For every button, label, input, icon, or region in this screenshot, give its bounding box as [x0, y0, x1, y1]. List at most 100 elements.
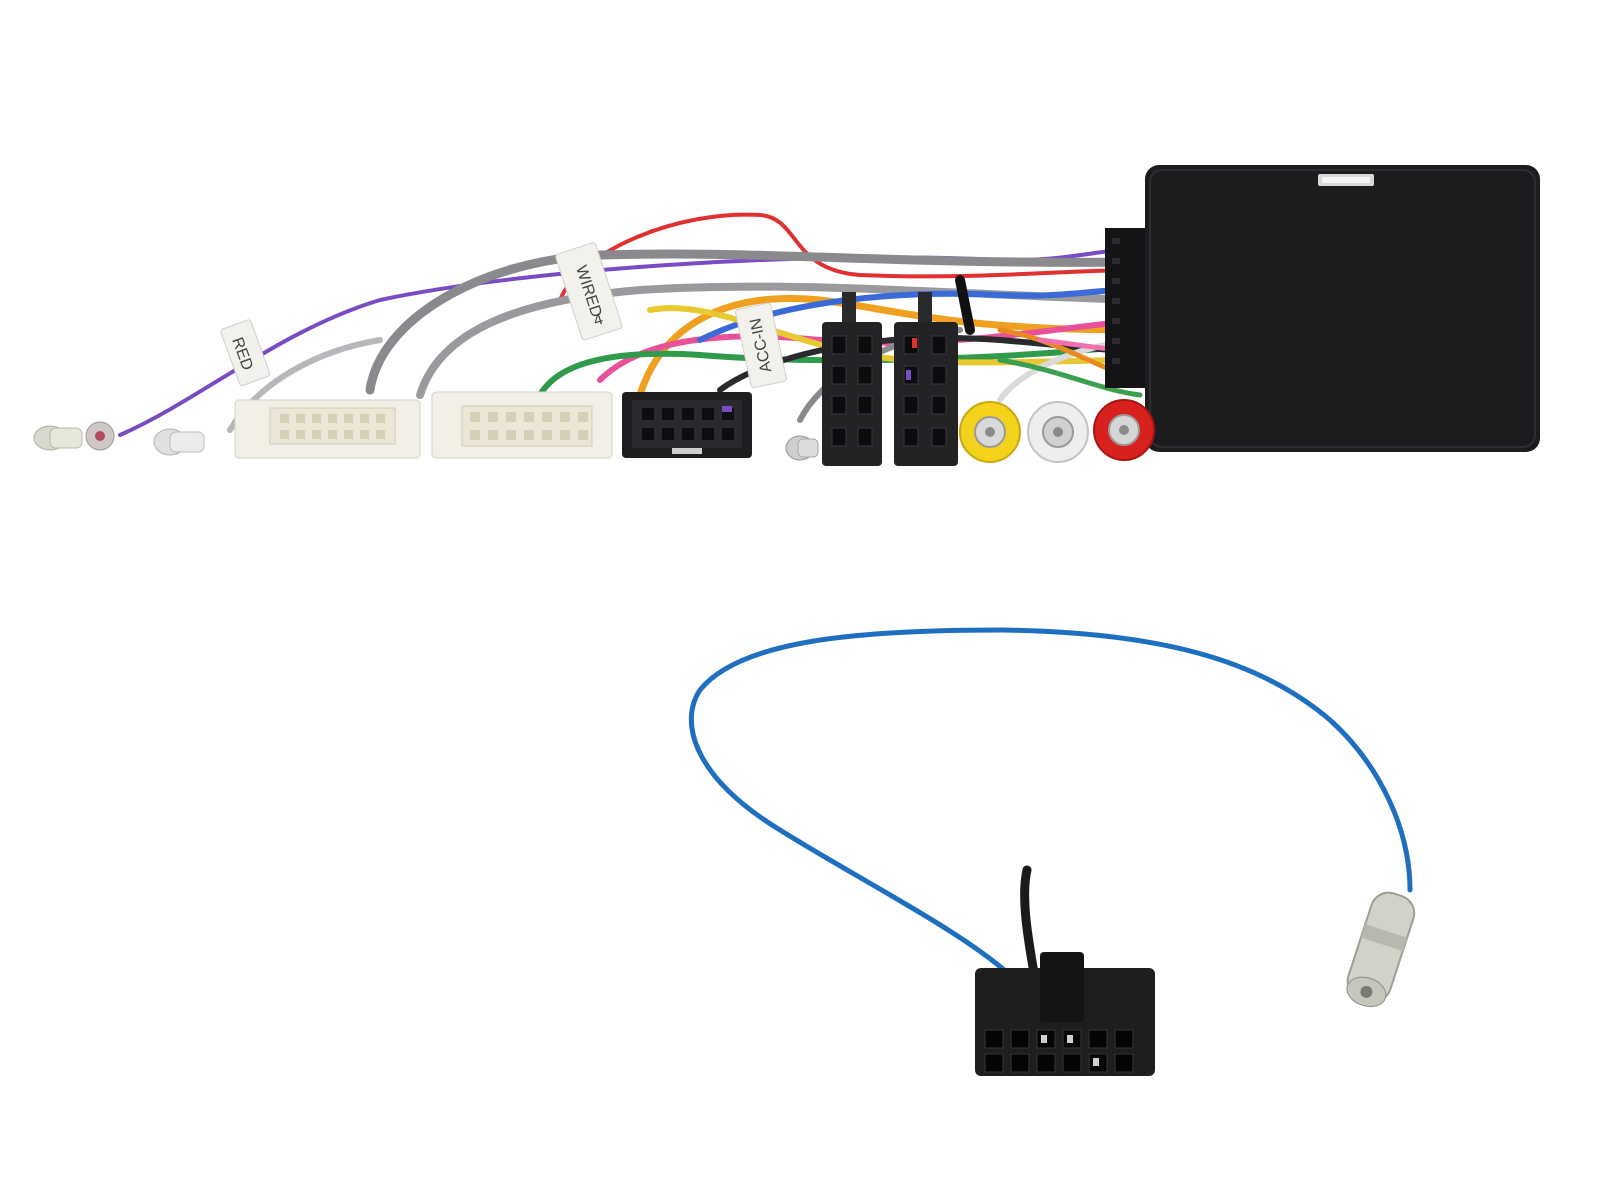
antenna-plug-icon	[785, 435, 819, 461]
connector-pin	[328, 414, 337, 423]
wire-tags: RED WIRED 4 ACC-IN	[220, 242, 787, 389]
iso-pin-red-wire	[912, 338, 917, 348]
multipin-connector-icon	[622, 392, 752, 458]
antenna-plug-icon	[85, 421, 115, 451]
iso-pin	[931, 395, 947, 415]
connector-pin	[360, 414, 369, 423]
adaptor-contact-3	[1093, 1058, 1099, 1066]
plug-body	[797, 438, 819, 458]
module-pin	[1112, 338, 1120, 344]
plug-body	[49, 427, 83, 449]
connector-pin	[1088, 1029, 1108, 1049]
connector-pin	[578, 412, 588, 422]
connector-pin	[344, 414, 353, 423]
rca-plug-icon	[959, 401, 1021, 463]
black-connector-pins	[642, 408, 734, 440]
interface-module-icon	[1105, 165, 1540, 452]
connector-pin	[296, 430, 305, 439]
iso-pin	[831, 395, 847, 415]
connector-pin	[642, 408, 654, 420]
connector-pin	[542, 430, 552, 440]
connector-pin	[312, 414, 321, 423]
connector-pin	[488, 412, 498, 422]
iso-pin	[857, 395, 873, 415]
iso-pin	[857, 427, 873, 447]
rca-plug-icon	[1027, 401, 1089, 463]
connector-pin	[296, 414, 305, 423]
module-pin	[1112, 298, 1120, 304]
small-plugs-left	[33, 421, 205, 456]
white-connector-2-pins	[470, 412, 588, 440]
adaptor-contact-2	[1067, 1035, 1073, 1043]
connector-pin	[662, 428, 674, 440]
wire-tag-left: RED	[220, 319, 271, 387]
antenna-adaptor	[688, 627, 1416, 1076]
connector-pin	[470, 430, 480, 440]
iso-pin	[857, 365, 873, 385]
connector-pin	[506, 430, 516, 440]
iso-pin	[831, 365, 847, 385]
wire-tag-acc: ACC-IN	[735, 302, 787, 389]
connector-pin	[560, 412, 570, 422]
connector-pin	[702, 428, 714, 440]
iso-pin	[931, 427, 947, 447]
connector-pin	[360, 430, 369, 439]
connector-pin	[722, 428, 734, 440]
wire-black-ties	[955, 275, 975, 335]
antenna-plug-band	[1360, 924, 1408, 952]
iso-pin-purple-wire	[906, 370, 911, 380]
wire-green-2	[997, 357, 1143, 398]
antenna-cable	[688, 627, 1413, 978]
wire-tag-left-paper	[220, 319, 271, 387]
wire-tag-acc-paper	[735, 302, 787, 389]
iso-connector-1-body	[822, 322, 882, 466]
iso-pin	[831, 335, 847, 355]
black-connector-purple-wire	[722, 406, 732, 412]
connector-pin	[1010, 1053, 1030, 1073]
rca-plug-icon	[1093, 399, 1155, 461]
connector-pin	[542, 412, 552, 422]
adaptor-contact-1	[1041, 1035, 1047, 1043]
module-pin	[1112, 318, 1120, 324]
wire-pink	[597, 317, 1143, 383]
iso-pin	[931, 365, 947, 385]
plug-pin	[95, 431, 105, 441]
iso-connector-1-tab	[842, 292, 856, 322]
module-pin	[1112, 278, 1120, 284]
connector-pin	[1114, 1053, 1134, 1073]
connector-pin	[328, 430, 337, 439]
connector-pin	[312, 430, 321, 439]
multipin-connector-icon	[234, 391, 613, 459]
multipin-connector-icon	[975, 952, 1155, 1076]
rca-pin	[1119, 425, 1129, 435]
module-connector-pins	[1112, 238, 1120, 364]
connector-pin	[682, 428, 694, 440]
antenna-plug-icon	[153, 428, 205, 456]
connector-pin	[642, 428, 654, 440]
adaptor-connector-ridge	[1040, 952, 1084, 1022]
connector-pin	[662, 408, 674, 420]
connector-pin	[524, 412, 534, 422]
rca-plugs	[959, 399, 1155, 463]
iso-pin	[903, 427, 919, 447]
iso-connector-2-tab	[918, 292, 932, 322]
connector-pin	[280, 414, 289, 423]
wire-gray-1	[365, 249, 1145, 395]
wire-tag-wired-paper	[555, 242, 623, 341]
connector-pin	[984, 1029, 1004, 1049]
connector-pin	[506, 412, 516, 422]
connector-pin	[524, 430, 534, 440]
connector-pin	[560, 430, 570, 440]
black-connector-latch	[672, 448, 702, 454]
wire-tag-wired: WIRED 4	[555, 242, 623, 341]
rca-pin	[1053, 427, 1063, 437]
connector-pin	[376, 414, 385, 423]
antenna-plug-hole	[1360, 985, 1373, 998]
module-body-edge	[1149, 169, 1536, 448]
iso-connector-1-pins	[831, 335, 873, 447]
connector-pin	[682, 408, 694, 420]
connector-pin	[702, 408, 714, 420]
connector-pin	[470, 412, 480, 422]
module-body	[1145, 165, 1540, 452]
